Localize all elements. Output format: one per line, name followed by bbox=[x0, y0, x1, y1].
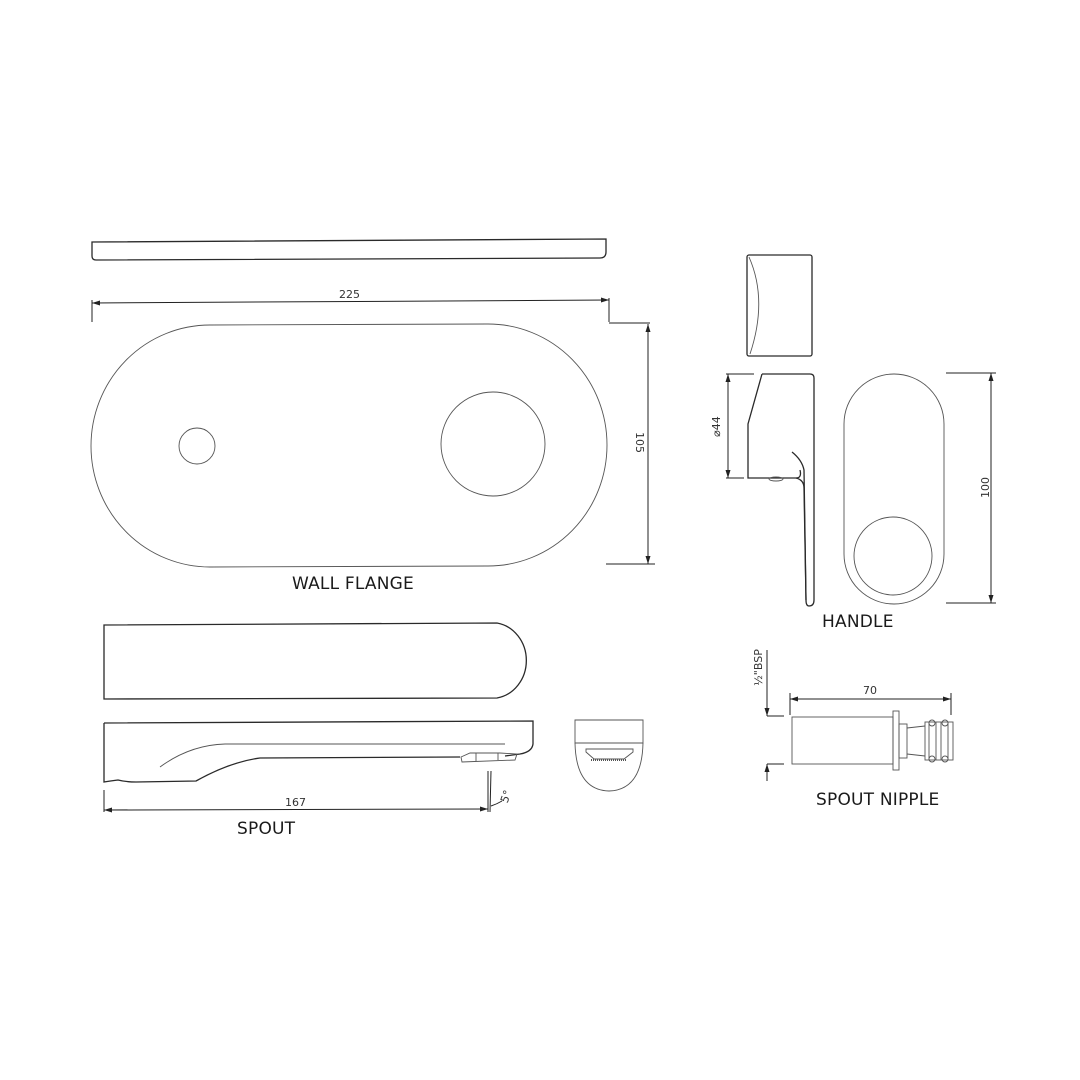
handle-top-view bbox=[746, 254, 813, 357]
handle-height-value: 100 bbox=[979, 477, 992, 498]
spout-label: SPOUT bbox=[237, 819, 296, 839]
wall-flange-label: WALL FLANGE bbox=[292, 574, 414, 594]
spout-nipple-label: SPOUT NIPPLE bbox=[816, 790, 940, 810]
spout-top-view bbox=[103, 622, 527, 700]
spout-nipple-thread-dimension bbox=[764, 650, 784, 781]
spout-length-value: 167 bbox=[285, 796, 306, 809]
wall-flange-height-dimension bbox=[606, 324, 655, 565]
flange-large-hole bbox=[440, 391, 546, 497]
handle-height-dimension bbox=[946, 372, 996, 604]
handle-side-view bbox=[747, 373, 815, 607]
handle-diameter-dimension bbox=[725, 373, 754, 479]
wall-flange-front-view bbox=[90, 323, 608, 568]
handle-diameter-value: ⌀44 bbox=[709, 416, 723, 437]
wall-flange-width-value: 225 bbox=[339, 288, 360, 301]
flange-small-hole bbox=[178, 427, 216, 465]
spout-nipple-drawing bbox=[791, 710, 954, 771]
spout-length-dimension bbox=[103, 770, 503, 813]
wall-flange-width-dimension bbox=[91, 297, 650, 324]
wall-flange-side-view bbox=[91, 238, 607, 261]
spout-side-view bbox=[103, 720, 534, 783]
handle-label: HANDLE bbox=[822, 612, 894, 632]
wall-flange-height-value: 105 bbox=[633, 432, 646, 453]
spout-nipple-thread-value: ½"BSP bbox=[751, 649, 765, 686]
spout-nipple-length-value: 70 bbox=[863, 684, 877, 697]
spout-end-view bbox=[574, 719, 644, 792]
spout-nipple-length-dimension bbox=[789, 693, 952, 715]
handle-front-view bbox=[843, 373, 945, 605]
